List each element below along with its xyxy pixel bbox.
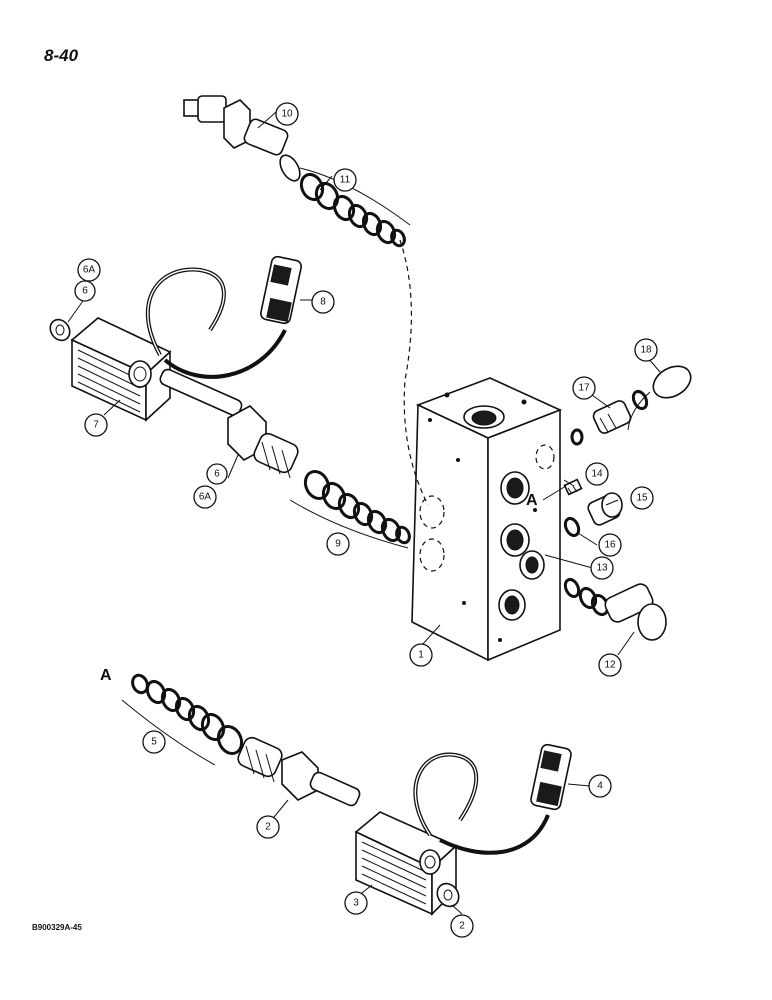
svg-text:2: 2 xyxy=(459,921,465,932)
svg-text:12: 12 xyxy=(604,660,616,671)
callout-18: 18 xyxy=(634,338,658,362)
svg-text:15: 15 xyxy=(636,493,648,504)
svg-text:8: 8 xyxy=(320,297,326,308)
callout-2-lower: 2 xyxy=(450,914,474,938)
connector-4 xyxy=(530,743,591,811)
callout-5: 5 xyxy=(142,730,166,754)
svg-text:10: 10 xyxy=(281,109,293,120)
svg-text:6A: 6A xyxy=(83,265,96,276)
svg-text:18: 18 xyxy=(640,345,652,356)
svg-text:5: 5 xyxy=(151,737,157,748)
figure-code: B900329A-45 xyxy=(32,923,82,932)
svg-text:4: 4 xyxy=(597,781,603,792)
callout-8: 8 xyxy=(311,290,335,314)
callout-9: 9 xyxy=(326,532,350,556)
svg-text:3: 3 xyxy=(353,898,359,909)
fitting-17 xyxy=(570,400,632,446)
svg-text:2: 2 xyxy=(265,822,271,833)
coil-nut-lower xyxy=(436,882,460,908)
callout-7: 7 xyxy=(84,413,108,437)
lower-solenoid-coil xyxy=(354,752,550,916)
callout-11: 11 xyxy=(333,168,357,192)
svg-text:14: 14 xyxy=(591,469,603,480)
callout-6-lower: 6 xyxy=(206,463,228,485)
valve-12 xyxy=(563,577,667,641)
callout-4: 4 xyxy=(588,774,612,798)
upper-cartridge-valve xyxy=(159,368,299,479)
callout-15: 15 xyxy=(630,486,654,510)
callout-3: 3 xyxy=(344,891,368,915)
callout-1: 1 xyxy=(409,643,433,667)
page-number: 8-40 xyxy=(44,46,79,65)
seal-kit-5 xyxy=(121,673,244,766)
callout-16: 16 xyxy=(598,533,622,557)
svg-text:7: 7 xyxy=(93,420,99,431)
svg-text:9: 9 xyxy=(335,539,341,550)
svg-text:16: 16 xyxy=(604,540,616,551)
valve-body xyxy=(411,377,563,662)
plug-15 xyxy=(563,492,623,538)
coil-nut-left xyxy=(49,318,71,342)
cap-18 xyxy=(627,365,692,431)
port-letter: A xyxy=(526,492,538,509)
callout-14: 14 xyxy=(585,462,609,486)
plug-14 xyxy=(563,478,583,496)
callout-10: 10 xyxy=(275,102,299,126)
svg-text:1: 1 xyxy=(418,650,424,661)
callout-12: 12 xyxy=(598,653,622,677)
svg-text:17: 17 xyxy=(578,383,590,394)
connector-8 xyxy=(259,255,312,325)
callout-2-upper: 2 xyxy=(256,815,280,839)
lower-cartridge-valve xyxy=(237,736,361,807)
callout-17: 17 xyxy=(572,376,596,400)
callout-6A-upper: 6A xyxy=(77,258,101,282)
pressure-switch xyxy=(183,95,301,182)
callout-6-upper: 6 xyxy=(74,280,96,302)
seal-kit-letter: A xyxy=(100,667,112,684)
svg-text:6A: 6A xyxy=(199,492,212,503)
svg-text:6: 6 xyxy=(214,469,220,480)
svg-text:13: 13 xyxy=(596,563,608,574)
seal-kit-11 xyxy=(299,167,429,506)
callout-6A-lower: 6A xyxy=(193,485,217,509)
seal-kit-9 xyxy=(289,469,411,549)
upper-solenoid-coil xyxy=(70,267,287,422)
svg-text:6: 6 xyxy=(82,286,88,297)
svg-text:11: 11 xyxy=(340,175,351,186)
callout-13: 13 xyxy=(590,556,614,580)
